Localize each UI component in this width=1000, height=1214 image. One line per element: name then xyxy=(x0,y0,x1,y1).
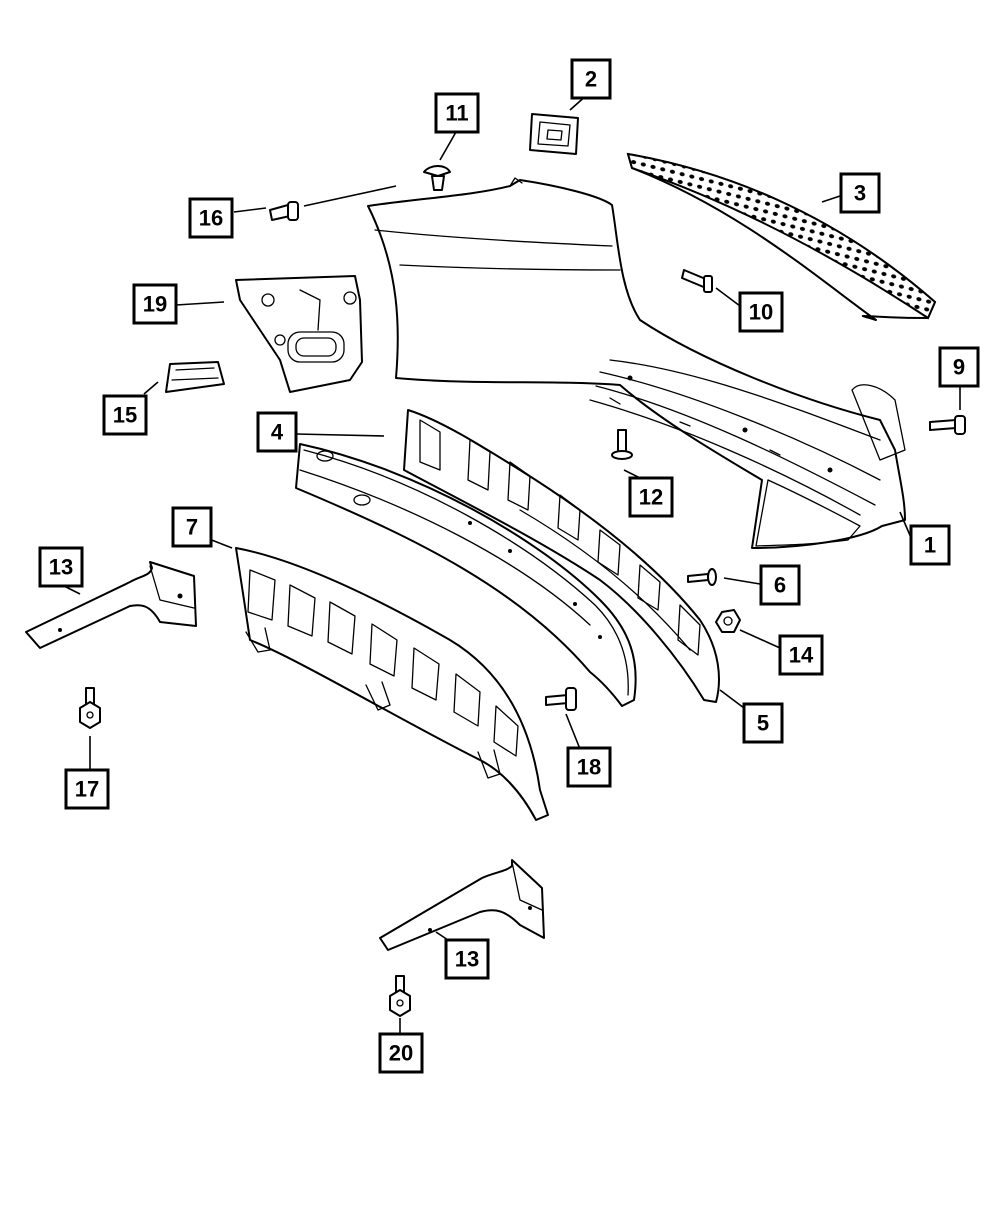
callout-label-6: 6 xyxy=(774,573,786,598)
clip-15 xyxy=(165,361,225,393)
screw-6 xyxy=(687,568,717,586)
callout-label-12: 12 xyxy=(639,485,663,510)
callout-16: 16 xyxy=(188,197,234,239)
callout-label-11: 11 xyxy=(445,101,468,126)
callout-6: 6 xyxy=(759,564,801,606)
callout-label-15: 15 xyxy=(113,403,137,428)
reinforcement-beam-4 xyxy=(295,443,637,707)
callout-label-4: 4 xyxy=(271,420,284,445)
bumper-fascia xyxy=(367,177,906,549)
callout-14: 14 xyxy=(778,634,824,676)
callout-label-9: 9 xyxy=(953,355,965,380)
callout-12: 12 xyxy=(628,476,674,518)
callout-label-18: 18 xyxy=(577,755,601,780)
callout-label-14: 14 xyxy=(789,643,814,668)
callout-18: 18 xyxy=(566,746,612,788)
callout-17: 17 xyxy=(64,768,110,810)
small-bracket-2 xyxy=(529,113,579,155)
callout-label-16: 16 xyxy=(199,206,223,231)
callout-label-19: 19 xyxy=(143,292,167,317)
screw-12 xyxy=(611,429,633,460)
callout-label-7: 7 xyxy=(186,515,198,540)
callout-9: 9 xyxy=(938,346,980,388)
bolt-17 xyxy=(79,687,101,729)
energy-absorber-5 xyxy=(403,409,720,703)
callout-label-17: 17 xyxy=(75,777,99,802)
bolt-16 xyxy=(269,201,299,221)
side-bracket-19 xyxy=(235,275,363,393)
callout-3: 3 xyxy=(839,172,881,214)
lower-grille-3 xyxy=(626,152,937,321)
callout-5: 5 xyxy=(742,702,784,744)
screw-10 xyxy=(681,269,713,293)
callout-20: 20 xyxy=(378,1032,424,1074)
callout-label-13-bottom: 13 xyxy=(455,947,479,972)
callout-label-10: 10 xyxy=(749,300,773,325)
bolt-20 xyxy=(389,975,411,1017)
lower-support-7 xyxy=(235,547,549,821)
callout-label-1: 1 xyxy=(924,533,936,558)
bolt-18 xyxy=(545,687,577,711)
callout-label-20: 20 xyxy=(389,1041,413,1066)
callout-1: 1 xyxy=(909,524,951,566)
callout-10: 10 xyxy=(738,291,784,333)
callout-13-left: 13 xyxy=(38,546,84,588)
bolt-9 xyxy=(929,415,966,435)
callout-13-bottom: 13 xyxy=(444,938,490,980)
callout-label-5: 5 xyxy=(757,711,769,736)
callout-label-3: 3 xyxy=(854,181,866,206)
callout-2: 2 xyxy=(570,58,612,100)
nut-14 xyxy=(715,609,741,633)
callout-7: 7 xyxy=(171,506,213,548)
mounting-bracket-13-left xyxy=(25,561,197,649)
callout-4: 4 xyxy=(256,411,298,453)
callout-11: 11 xyxy=(434,92,480,134)
callout-19: 19 xyxy=(132,283,178,325)
mounting-bracket-13-bottom xyxy=(379,859,545,951)
callout-label-2: 2 xyxy=(585,67,597,92)
callout-label-13-left: 13 xyxy=(49,555,73,580)
callout-15: 15 xyxy=(102,394,148,436)
push-pin-11 xyxy=(423,165,451,191)
